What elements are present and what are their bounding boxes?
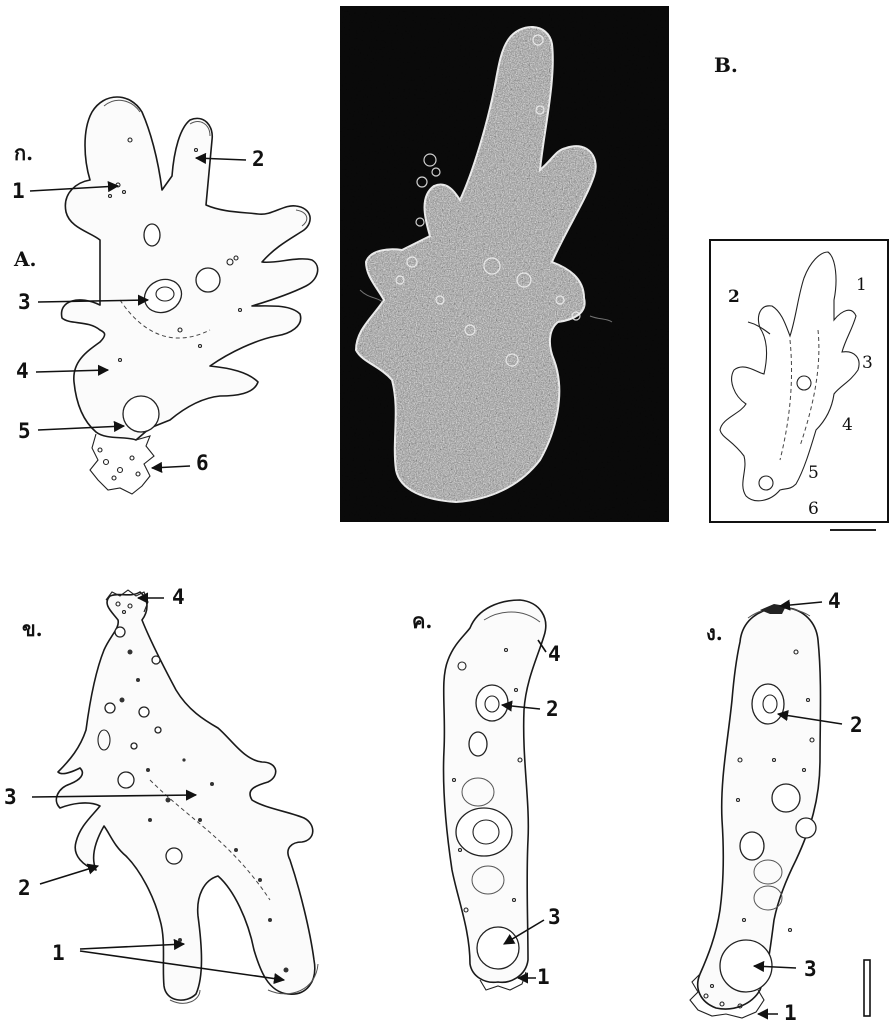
scale-bar bbox=[864, 960, 870, 1016]
label-c-4: 4 bbox=[548, 642, 561, 666]
sketch-label-2: 2 bbox=[728, 287, 740, 307]
food-vacuole-d bbox=[752, 684, 784, 724]
panel-letter-thai-a: ก. bbox=[14, 141, 33, 165]
label-d-2: 2 bbox=[850, 713, 863, 737]
label-b-2: 2 bbox=[18, 876, 31, 900]
panel-letter-b: B. bbox=[714, 53, 738, 77]
drawing-b: ข. 4 3 2 1 bbox=[4, 585, 318, 1003]
sketch-inset: 1 2 3 4 5 6 bbox=[710, 240, 888, 530]
label-d-1: 1 bbox=[784, 1001, 797, 1023]
label-b-1: 1 bbox=[52, 941, 65, 965]
amoeba-c-outline bbox=[443, 600, 545, 982]
sketch-label-5: 5 bbox=[808, 463, 819, 483]
vacuole-c-3 bbox=[456, 808, 512, 856]
sketch-label-1: 1 bbox=[856, 275, 867, 295]
amoeba-a-tail bbox=[90, 434, 154, 494]
sketch-label-3: 3 bbox=[862, 353, 873, 373]
panel-letter-kho-khwai: ค. bbox=[412, 609, 432, 633]
label-c-2: 2 bbox=[546, 697, 559, 721]
contractile-vacuole-a bbox=[123, 396, 159, 432]
label-d-4: 4 bbox=[828, 589, 841, 613]
label-a-5: 5 bbox=[18, 419, 31, 443]
arrow-b-2 bbox=[40, 866, 98, 884]
vacuole-c-2 bbox=[469, 732, 487, 756]
panel-letter-kho: ข. bbox=[22, 617, 43, 641]
vacuole-a-2 bbox=[196, 268, 220, 292]
food-vacuole-c bbox=[476, 685, 508, 721]
drawing-d: ง. 4 2 3 1 bbox=[690, 589, 863, 1023]
vacuole-d-4 bbox=[740, 832, 764, 860]
label-a-1: 1 bbox=[12, 179, 25, 203]
label-b-3: 3 bbox=[4, 785, 17, 809]
label-a-4: 4 bbox=[16, 359, 29, 383]
arrow-d-4 bbox=[780, 602, 822, 606]
drawing-a: ก. A. 1 2 3 4 5 6 bbox=[12, 97, 318, 494]
arrow-a-6 bbox=[152, 466, 190, 468]
label-b-4: 4 bbox=[172, 585, 185, 609]
label-a-3: 3 bbox=[18, 290, 31, 314]
panel-letter-a: A. bbox=[13, 247, 36, 271]
contractile-vacuole-c bbox=[477, 927, 519, 969]
drawing-c: ค. 4 2 3 1 bbox=[412, 600, 561, 990]
vacuole-a-1 bbox=[144, 224, 160, 246]
label-d-3: 3 bbox=[804, 957, 817, 981]
sketch-label-4: 4 bbox=[842, 415, 853, 435]
vacuole-d-3 bbox=[796, 818, 816, 838]
sketch-label-6: 6 bbox=[808, 499, 819, 519]
panel-letter-ngo: ง. bbox=[706, 621, 723, 645]
label-c-1: 1 bbox=[537, 965, 550, 989]
label-a-2: 2 bbox=[252, 147, 265, 171]
label-a-6: 6 bbox=[196, 451, 209, 475]
amoeba-a-tail-texture bbox=[98, 448, 140, 480]
amoeba-a-outline bbox=[62, 97, 318, 440]
photomicrograph bbox=[340, 6, 669, 522]
label-c-3: 3 bbox=[548, 905, 561, 929]
vacuole-d-2 bbox=[772, 784, 800, 812]
